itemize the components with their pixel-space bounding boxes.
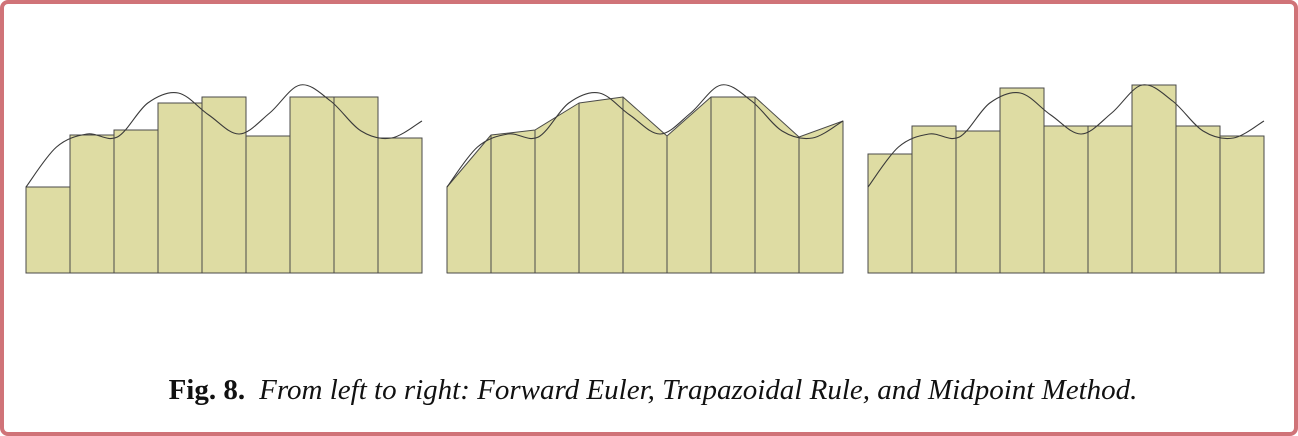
euler-bar [245, 135, 291, 274]
midpoint-bar [1131, 84, 1177, 274]
function-curve [25, 84, 423, 188]
midpoint-bar [911, 125, 957, 274]
euler-bar [289, 96, 335, 274]
midpoint-bar [1043, 125, 1089, 274]
forward-euler-panel [25, 84, 423, 274]
euler-bar [157, 102, 203, 274]
figure-panels [25, 84, 1265, 274]
midpoint-bar [999, 87, 1045, 274]
midpoint-bar [955, 130, 1001, 274]
euler-bar [25, 186, 71, 274]
function-curve [867, 84, 1265, 188]
function-curve [446, 84, 844, 188]
euler-bar [69, 134, 115, 274]
euler-bar [201, 96, 247, 274]
midpoint-panel [867, 84, 1265, 274]
midpoint-bar [1219, 135, 1265, 274]
midpoint-bar [867, 153, 913, 274]
euler-bar [113, 129, 159, 274]
midpoint-bar [1087, 125, 1133, 274]
figure-caption: Fig. 8. From left to right: Forward Euler… [4, 374, 1298, 407]
euler-bar [333, 96, 379, 274]
trapezoid-area [446, 96, 844, 274]
caption-text: From left to right: Forward Euler, Trapa… [259, 374, 1138, 406]
trapezoidal-panel [446, 84, 844, 274]
euler-bar [377, 137, 423, 274]
midpoint-bar [1175, 125, 1221, 274]
caption-label: Fig. 8. [168, 374, 246, 406]
